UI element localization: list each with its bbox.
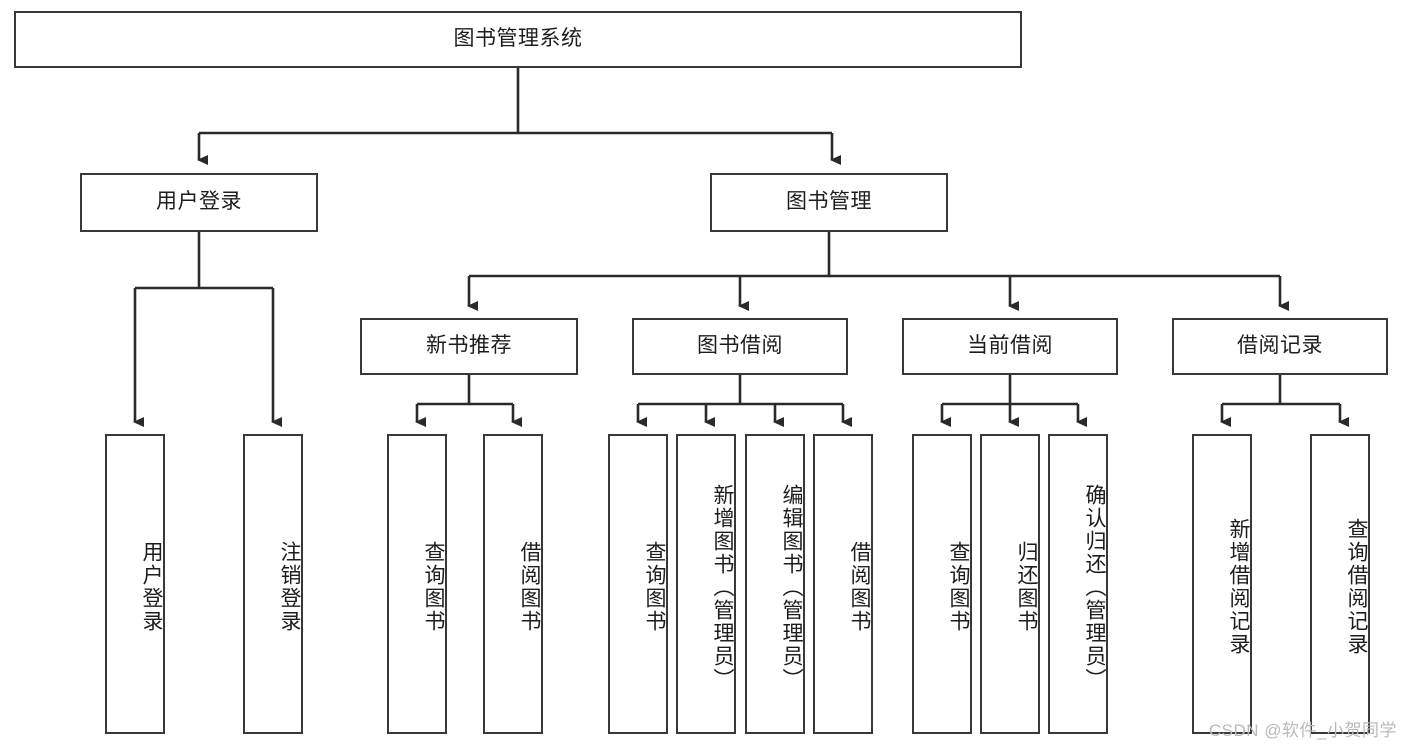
watermark-text: CSDN @软件_小贺同学 bbox=[1208, 721, 1397, 740]
leaf-edit-book-admin[interactable]: 编辑图书（管理员） bbox=[745, 434, 805, 734]
node-root[interactable]: 图书管理系统 bbox=[14, 11, 1022, 68]
leaf-return-book[interactable]: 归还图书 bbox=[980, 434, 1040, 734]
leaf-query-book-recommend[interactable]: 查询图书 bbox=[387, 434, 447, 734]
leaf-query-book-borrow[interactable]: 查询图书 bbox=[608, 434, 668, 734]
leaf-borrow-book-recommend[interactable]: 借阅图书 bbox=[483, 434, 543, 734]
leaf-add-borrow-record[interactable]: 新增借阅记录 bbox=[1192, 434, 1252, 734]
leaf-logout[interactable]: 注销登录 bbox=[243, 434, 303, 734]
node-new-book-recommend[interactable]: 新书推荐 bbox=[360, 318, 578, 375]
leaf-borrow-book[interactable]: 借阅图书 bbox=[813, 434, 873, 734]
leaf-user-login[interactable]: 用户登录 bbox=[105, 434, 165, 734]
leaf-confirm-return-admin[interactable]: 确认归还（管理员） bbox=[1048, 434, 1108, 734]
node-current-borrow[interactable]: 当前借阅 bbox=[902, 318, 1118, 375]
leaf-add-book-admin[interactable]: 新增图书（管理员） bbox=[676, 434, 736, 734]
leaf-query-book-current[interactable]: 查询图书 bbox=[912, 434, 972, 734]
leaf-query-borrow-record[interactable]: 查询借阅记录 bbox=[1310, 434, 1370, 734]
node-book-borrow[interactable]: 图书借阅 bbox=[632, 318, 848, 375]
node-user-login[interactable]: 用户登录 bbox=[80, 173, 318, 232]
node-book-management[interactable]: 图书管理 bbox=[710, 173, 948, 232]
node-borrow-record[interactable]: 借阅记录 bbox=[1172, 318, 1388, 375]
